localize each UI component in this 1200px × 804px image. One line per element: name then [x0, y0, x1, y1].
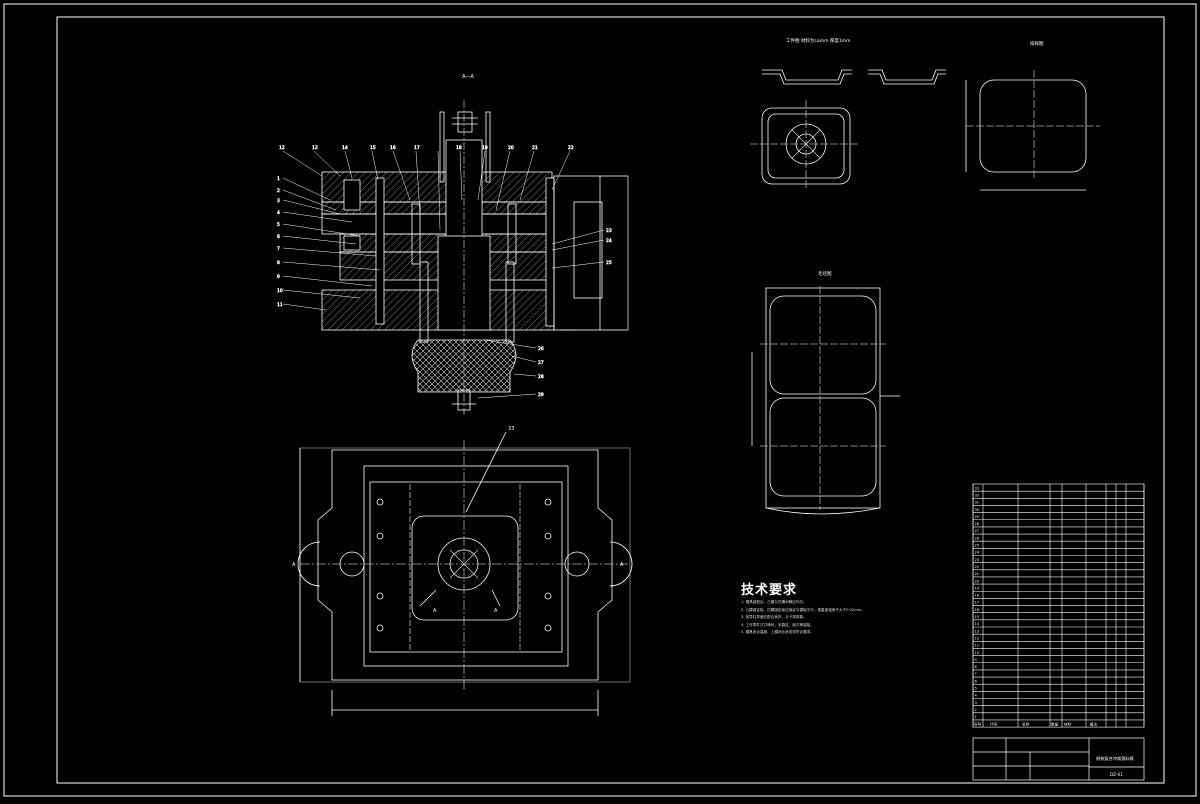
cut-mark-right: A [620, 562, 624, 568]
title-block [972, 737, 1145, 781]
callout-22: 22 [568, 145, 574, 151]
bom-row-number: 14 [975, 622, 980, 626]
bom-row-number: 31 [975, 501, 980, 505]
bom-row-number: 12 [975, 636, 980, 640]
part-view-caption: 工件图 材料为Lamm 厚度1mm [786, 37, 851, 44]
bom-row-number: 1 [975, 715, 977, 719]
bom-row-number: 10 [975, 651, 980, 655]
callout-7: 7 [277, 246, 280, 252]
bom-header-cell: 材料 [1064, 721, 1072, 726]
tech-note: 4. 工作零件刃口锋利，无裂纹、崩刃等缺陷。 [741, 622, 814, 627]
bom-row-number: 17 [975, 601, 980, 605]
title-block-name: 倒装复合冲裁落料模 [1096, 755, 1135, 762]
bom-header-cell: 代号 [990, 721, 998, 726]
callout-10: 10 [277, 288, 283, 294]
callout-29: 29 [538, 392, 544, 398]
plan-labels: A A A A 33 [292, 426, 624, 614]
bom-row-number: 2 [975, 708, 977, 712]
callout-20: 20 [508, 145, 514, 151]
callout-26: 26 [538, 346, 544, 352]
callout-9: 9 [277, 274, 280, 280]
tech-note: 3. 各导柱导套应配合良好，无卡滞现象。 [741, 615, 807, 620]
bom-row-number: 22 [975, 565, 980, 569]
bom-row-number: 11 [975, 644, 980, 648]
title-block-code: DZ-01 [1110, 772, 1123, 777]
bom-header-cell: 数量 [1051, 721, 1059, 726]
callout-11: 11 [277, 302, 283, 308]
callout-19: 19 [482, 145, 488, 151]
bom-row-number: 8 [975, 665, 978, 669]
callout-12: 12 [279, 145, 285, 151]
callout-33: 33 [508, 426, 514, 432]
tech-note: 2. 凸模固定板、凹模固定板应保证与模板平行，垂直度误差不大于0.02mm。 [741, 607, 865, 612]
section-view: A—A [321, 74, 629, 415]
bom-row-number: 25 [975, 544, 980, 548]
callout-23: 23 [606, 228, 612, 234]
bom-row-number: 18 [975, 594, 980, 598]
callout-2: 2 [277, 188, 280, 194]
callout-16: 16 [390, 145, 396, 151]
cut-mark-left: A [292, 562, 296, 568]
outer-frame [3, 3, 1197, 797]
part-views: 工件图 材料为Lamm 厚度1mm 排样图 [750, 37, 1100, 191]
bom-row-number: 26 [975, 536, 980, 540]
callout-5: 5 [277, 222, 280, 228]
callout-15: 15 [370, 145, 376, 151]
bom-row-number: 28 [975, 522, 980, 526]
bom-row-number: 9 [975, 658, 978, 662]
inner-frame [56, 16, 1165, 784]
strip-layout: 毛坯图 [751, 270, 900, 515]
callout-14: 14 [342, 145, 348, 151]
bom-row-number: 29 [975, 515, 980, 519]
bom-row-number: 30 [975, 508, 980, 512]
bom-row-number: 24 [975, 551, 980, 555]
tech-requirements-title: 技术要求 [741, 583, 798, 598]
callout-27: 27 [538, 360, 544, 366]
bom-header-cell: 序号 [974, 721, 982, 726]
tech-note: 1. 模具装配后，凸模与凹模间隙应均匀。 [741, 600, 807, 604]
callout-6: 6 [277, 234, 280, 240]
tech-requirements-list: 1. 模具装配后，凸模与凹模间隙应均匀。 2. 凸模固定板、凹模固定板应保证与模… [741, 599, 971, 637]
section-callouts-left: 1 2 3 4 5 6 7 8 9 10 11 12 13 14 15 16 1… [277, 145, 441, 311]
tech-note: 5. 模具闭合高度、上模闭合状态须符合要求。 [741, 630, 814, 635]
bom-row-number: 19 [975, 586, 980, 590]
callout-28: 28 [538, 374, 544, 380]
callout-17: 17 [414, 145, 420, 151]
bom-row-number: 23 [975, 558, 980, 562]
strip-caption: 毛坯图 [818, 270, 832, 277]
bom-row-number: 6 [975, 679, 978, 683]
bom-row-number: 32 [975, 493, 980, 497]
section-callouts-right: 18 19 20 21 22 23 24 25 26 27 28 29 [456, 145, 612, 399]
bom-row-number: 27 [975, 529, 980, 533]
section-label: A—A [462, 74, 474, 80]
bom-row-number: 20 [975, 579, 980, 583]
bom-row-number: 3 [975, 701, 977, 705]
bom-header-cell: 备注 [1090, 721, 1098, 726]
bom-header-cell: 名称 [1022, 721, 1030, 726]
callout-21: 21 [532, 145, 538, 151]
callout-4: 4 [277, 210, 280, 216]
bom-row-number: 13 [975, 629, 980, 633]
callout-1: 1 [277, 176, 280, 182]
blank-caption: 排样图 [1030, 40, 1044, 47]
callout-24: 24 [606, 238, 612, 244]
callout-3: 3 [277, 198, 280, 204]
cut-mark-bottom-left: A [433, 608, 437, 614]
bom-row-number: 21 [975, 572, 980, 576]
callout-8: 8 [277, 260, 280, 266]
bom-row-number: 33 [975, 486, 980, 490]
callout-25: 25 [606, 260, 612, 266]
bom-row-number: 7 [975, 672, 977, 676]
plan-view [297, 431, 633, 716]
cut-mark-bottom-right: A [494, 608, 498, 614]
bom-row-number: 4 [975, 694, 978, 698]
callout-18: 18 [456, 145, 462, 151]
bom-row-number: 16 [975, 608, 980, 612]
bom-row-number: 5 [975, 687, 977, 691]
callout-13: 13 [312, 145, 318, 151]
bom-row-number: 15 [975, 615, 980, 619]
